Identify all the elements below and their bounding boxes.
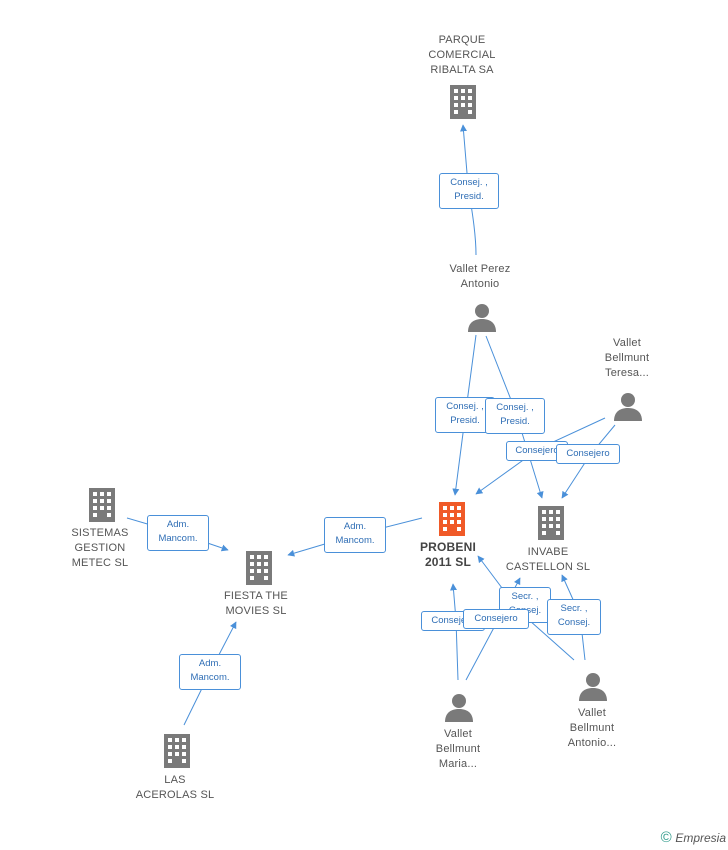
- node-vallet-antonio-label[interactable]: Vallet Bellmunt Antonio...: [567, 707, 617, 749]
- building-icon: [89, 488, 115, 522]
- node-las-acerolas-label[interactable]: LAS ACEROLAS SL: [135, 774, 215, 801]
- node-parque-label[interactable]: PARQUE COMERCIAL RIBALTA SA: [428, 34, 496, 76]
- edge-label-adm-mancom-probeni[interactable]: Adm. Mancom.: [324, 517, 386, 553]
- node-vallet-teresa-label[interactable]: Vallet Bellmunt Teresa...: [604, 337, 650, 379]
- building-icon: [246, 551, 272, 585]
- node-vallet-perez-label[interactable]: Vallet Perez Antonio: [449, 263, 511, 290]
- edge-label-secr-consej-antonio[interactable]: Secr. , Consej.: [547, 599, 601, 635]
- person-icon: [614, 393, 642, 421]
- person-icon: [445, 694, 473, 722]
- building-icon: [538, 506, 564, 540]
- person-icon: [579, 673, 607, 701]
- copyright-footer: © Empresia: [661, 829, 726, 846]
- edge-label-adm-mancom-sistemas[interactable]: Adm. Mancom.: [147, 515, 209, 551]
- building-icon: [450, 85, 476, 119]
- edge-label-consej-presid-invabe[interactable]: Consej. , Presid.: [485, 398, 545, 434]
- node-sistemas-label[interactable]: SISTEMAS GESTION METEC SL: [71, 527, 129, 569]
- edge-label-consejero-antonio[interactable]: Consejero: [463, 609, 529, 629]
- edge-label-consejero-teresa-invabe[interactable]: Consejero: [556, 444, 620, 464]
- edge-maria-probeni-1: [450, 583, 459, 681]
- building-icon-main: [439, 502, 465, 536]
- building-icon: [164, 734, 190, 768]
- brand-logo: Empresia: [675, 831, 726, 845]
- person-icon: [468, 304, 496, 332]
- copyright-icon: ©: [660, 829, 672, 846]
- node-invabe-label[interactable]: INVABE CASTELLON SL: [505, 546, 591, 573]
- node-vallet-maria-label[interactable]: Vallet Bellmunt Maria...: [435, 728, 481, 770]
- node-probeni-label[interactable]: PROBENI 2011 SL: [419, 540, 477, 569]
- edge-label-adm-mancom-acerolas[interactable]: Adm. Mancom.: [179, 654, 241, 690]
- node-fiesta-label[interactable]: FIESTA THE MOVIES SL: [224, 590, 288, 617]
- edge-label-consej-presid-parque[interactable]: Consej. , Presid.: [439, 173, 499, 209]
